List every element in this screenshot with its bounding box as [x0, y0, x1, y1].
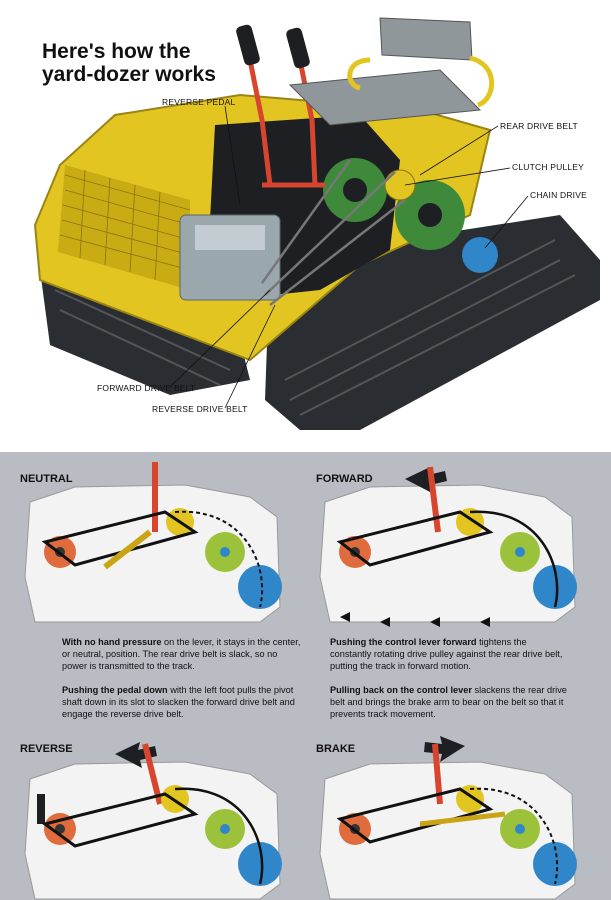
paragraph-forward: Pushing the control lever forward tighte… [330, 637, 563, 671]
reverse-diagram [24, 742, 282, 900]
panel-title-neutral: NEUTRAL [20, 473, 73, 485]
callout-clutch-pulley: CLUTCH PULLEY [512, 162, 585, 172]
callout-chain-drive: CHAIN DRIVE [530, 190, 587, 200]
panel-title-brake: BRAKE [316, 743, 356, 755]
paragraph-reverse: Pushing the pedal down with the left foo… [62, 685, 295, 719]
panel-title-reverse: REVERSE [20, 743, 73, 755]
paragraph-neutral: With no hand pressure on the lever, it s… [62, 637, 301, 671]
mechanism-panels: NEUTRAL FORWARD With no hand pressure on… [0, 452, 611, 900]
brake-diagram [319, 736, 577, 900]
callout-forward-drive-belt: FORWARD DRIVE BELT [97, 383, 196, 393]
neutral-diagram [24, 462, 282, 623]
yard-dozer-cutaway-illustration [33, 17, 600, 430]
callout-rear-drive-belt: REAR DRIVE BELT [500, 121, 578, 131]
callout-reverse-pedal: REVERSE PEDAL [162, 97, 236, 107]
forward-diagram [319, 466, 577, 627]
panel-title-forward: FORWARD [316, 473, 373, 485]
page-headline: Here's how the yard-dozer works [42, 40, 216, 86]
paragraph-brake: Pulling back on the control lever slacke… [330, 685, 567, 719]
callout-reverse-drive-belt: REVERSE DRIVE BELT [152, 404, 248, 414]
illustration-area: Here's how the yard-dozer works REVERSE … [33, 17, 600, 430]
